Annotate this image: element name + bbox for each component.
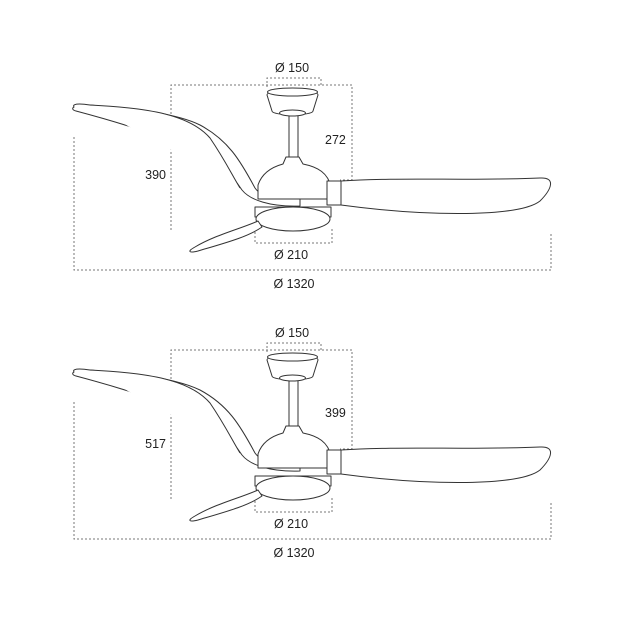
motor-housing	[257, 425, 332, 469]
height-dimension-box	[170, 349, 353, 499]
right-blade	[340, 177, 551, 215]
canopy-collar	[279, 374, 306, 382]
lower-left-blade	[189, 489, 263, 522]
total-height-label: 390	[145, 168, 166, 182]
canopy-top-rim	[267, 87, 318, 97]
light-cover	[255, 206, 331, 232]
drop-height-label: 272	[325, 133, 346, 147]
left-blade-edge	[89, 104, 241, 189]
fan-drawing-1: Ø 150 272 390 Ø 210 Ø 1320	[72, 61, 552, 291]
canopy-diameter-label: Ø 150	[275, 61, 309, 75]
light-diameter-label: Ø 210	[274, 517, 308, 531]
span-dimension-line	[73, 402, 552, 540]
canopy-dimension-box	[266, 77, 322, 87]
downrod	[288, 379, 299, 427]
light-dimension-box	[254, 228, 333, 244]
canopy-top-rim	[267, 352, 318, 362]
light-diameter-label: Ø 210	[274, 248, 308, 262]
canopy-collar	[279, 109, 306, 117]
light-cover	[255, 475, 331, 501]
blade-span-label: Ø 1320	[273, 277, 314, 291]
canopy-dimension-box	[266, 342, 322, 352]
left-blade-edge	[89, 369, 241, 454]
blade-span-label: Ø 1320	[273, 546, 314, 560]
downrod	[288, 114, 299, 158]
motor-housing	[257, 156, 332, 200]
right-blade-bracket	[326, 449, 342, 475]
right-blade-bracket	[326, 180, 342, 206]
light-dimension-box	[254, 497, 333, 513]
right-blade	[340, 446, 551, 484]
span-dimension-line	[73, 137, 552, 271]
total-height-label: 517	[145, 437, 166, 451]
canopy-diameter-label: Ø 150	[275, 326, 309, 340]
drop-height-label: 399	[325, 406, 346, 420]
fan-drawing-2: Ø 150 399 517 Ø 210 Ø 1320	[72, 326, 552, 560]
lower-left-blade	[189, 220, 263, 253]
